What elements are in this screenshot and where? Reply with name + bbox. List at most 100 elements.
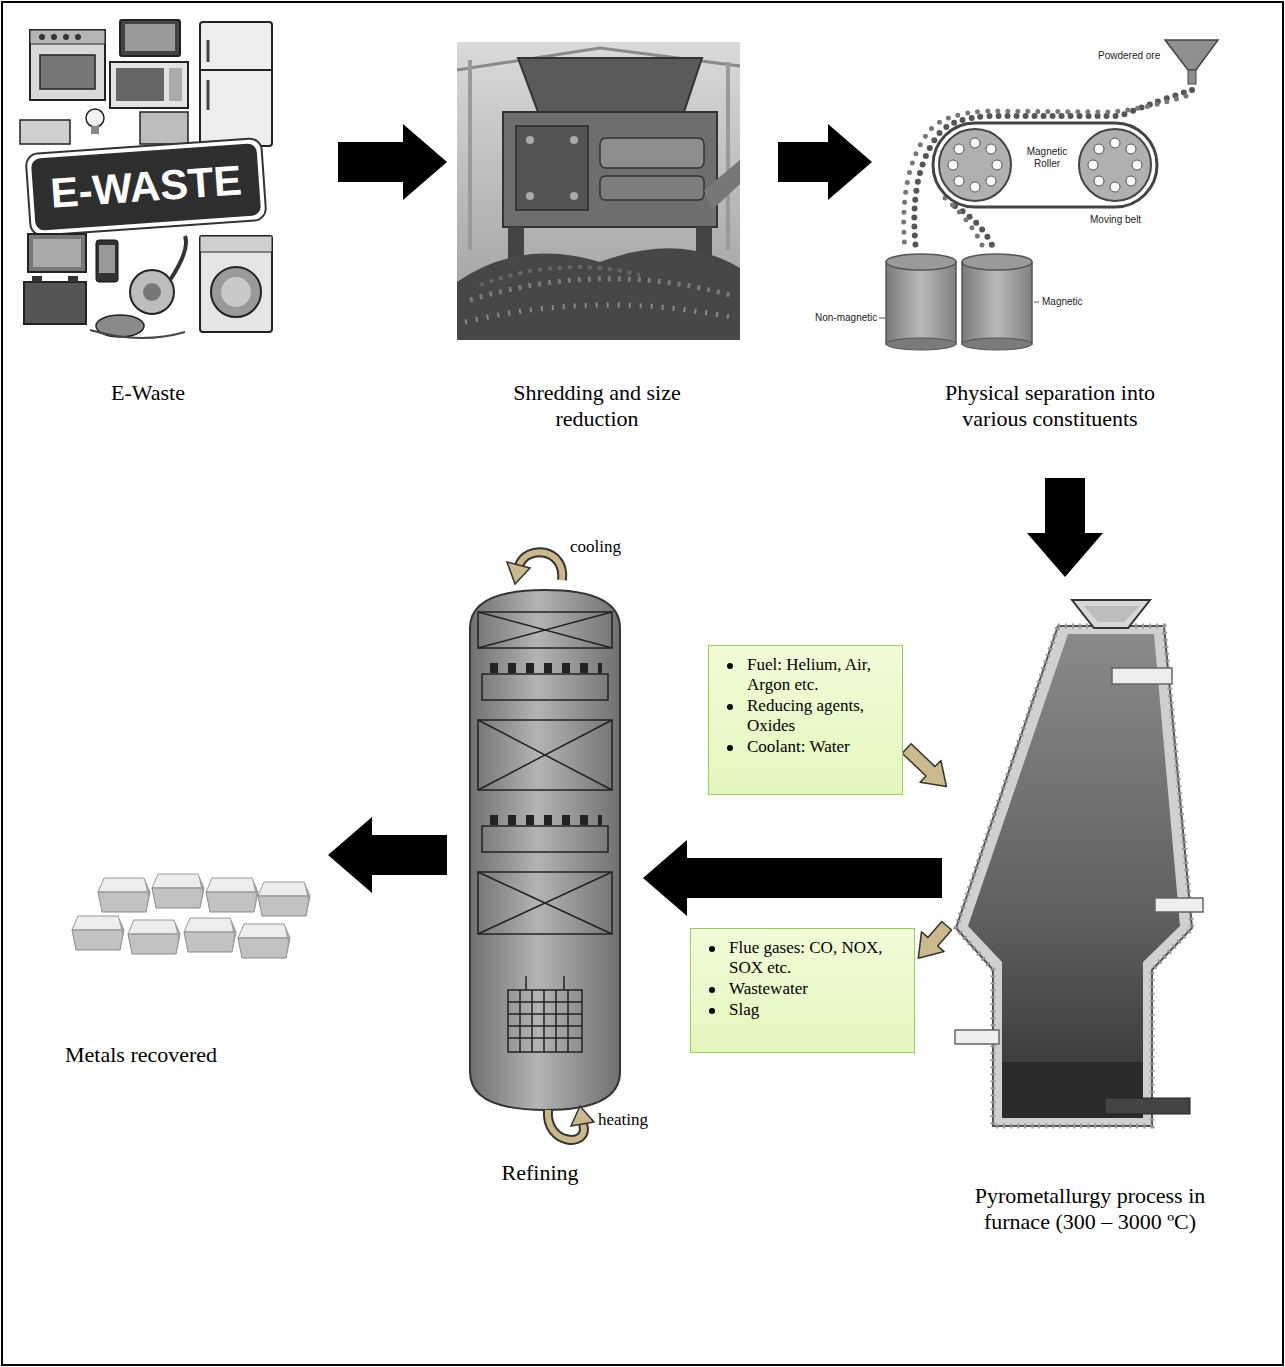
metal-ingots-part — [72, 916, 124, 950]
refining-column-illustration-part — [478, 612, 612, 1052]
bullet-row: Slag — [701, 1000, 906, 1020]
shredder-photo-part — [526, 136, 534, 144]
magnetic-separator-illustration-part-part — [1126, 176, 1136, 186]
refining-column-illustration-part-part — [482, 674, 608, 700]
bullet-text: Reducing agents, Oxides — [747, 696, 894, 736]
shredder-photo-part — [600, 138, 704, 168]
magnetic-separator-illustration — [879, 40, 1218, 350]
process-stage: Pyrometallurgy process in furnace (300 –… — [950, 585, 1240, 1242]
ewaste-illustration-part — [125, 24, 175, 51]
ewaste-illustration-part — [120, 20, 180, 56]
metal-ingots-part — [184, 918, 236, 952]
cooling-heating-arrows-part — [571, 1106, 594, 1126]
stage-caption: E-Waste — [48, 380, 248, 406]
ewaste-illustration-part — [200, 236, 272, 252]
ewaste-illustration-part — [99, 245, 115, 273]
shredder-photo-part — [570, 136, 578, 144]
refining-column-illustration-part-part — [478, 872, 612, 934]
process-stage: Physical separation into various constit… — [880, 20, 1230, 470]
magnetic-separator-illustration-part — [939, 129, 1011, 201]
flow-arrow — [338, 124, 447, 200]
bullet-row: Flue gases: CO, NOX, SOX etc. — [701, 938, 906, 978]
flow-arrow — [778, 124, 872, 200]
stage-caption: Refining — [455, 1160, 625, 1186]
illustration-label: cooling — [570, 537, 621, 557]
ewaste-illustration-part — [24, 282, 86, 324]
refining-column-illustration-part-part — [478, 612, 612, 648]
magnetic-separator-illustration-part — [904, 96, 1186, 250]
magnetic-separator-illustration-part — [1188, 70, 1196, 84]
flow-arrow — [643, 840, 942, 916]
refining-column-illustration-part-part — [508, 1025, 582, 1027]
bullet-row: Coolant: Water — [719, 737, 894, 757]
magnetic-separator-illustration-part-part — [970, 182, 980, 192]
bullet-dot — [727, 704, 733, 710]
furnace-illustration-part — [956, 626, 1192, 1126]
magnetic-separator-illustration-part-part — [1132, 160, 1142, 170]
magnetic-separator-illustration-part-part — [954, 144, 964, 154]
magnetic-separator-illustration-part — [1165, 40, 1218, 70]
magnetic-separator-illustration-part-part — [970, 138, 980, 148]
bullet-text: Wastewater — [729, 979, 906, 999]
shredder-photo-part — [503, 112, 717, 227]
process-stage: Metals recovered — [55, 790, 320, 1080]
sign-text: E-WASTE — [29, 155, 264, 219]
refining-column-illustration-part-part — [478, 612, 612, 648]
ewaste-illustration-part — [200, 22, 272, 146]
ewaste-illustration-part — [200, 69, 272, 71]
callout-box: Flue gases: CO, NOX, SOX etc.WastewaterS… — [690, 928, 915, 1053]
furnace-illustration — [955, 600, 1203, 1126]
refining-column-illustration-part — [470, 590, 620, 1110]
callout-box: Fuel: Helium, Air, Argon etc.Reducing ag… — [708, 645, 903, 795]
bullet-dot — [709, 987, 715, 993]
refining-column-illustration-part-part — [478, 720, 612, 790]
refining-column-illustration-part-part — [478, 720, 612, 790]
refining-column-illustration-part-part — [555, 990, 557, 1052]
ewaste-illustration-part — [68, 276, 78, 282]
furnace-illustration-part — [1072, 600, 1150, 628]
ewaste-illustration-part — [207, 40, 210, 62]
bullet-dot — [727, 663, 733, 669]
magnetic-separator-illustration-part-part — [954, 176, 964, 186]
refining-column-illustration-part-part — [567, 990, 569, 1052]
refining-column-illustration-part — [490, 815, 602, 825]
magnetic-separator-illustration-part — [948, 138, 1142, 192]
illustration-label: Magnetic — [1042, 296, 1083, 308]
magnetic-separator-illustration-part-part — [986, 144, 996, 154]
magnetic-separator-illustration-part — [879, 318, 885, 319]
ewaste-illustration-part — [221, 277, 251, 307]
ewaste-illustration-part — [200, 236, 272, 332]
metal-ingots-part — [206, 878, 258, 912]
furnace-illustration-part — [1084, 606, 1140, 622]
bullet-text: Coolant: Water — [747, 737, 894, 757]
refining-column-illustration — [470, 590, 620, 1110]
metal-ingots-part — [152, 874, 204, 908]
furnace-illustration-part — [1112, 668, 1172, 684]
ewaste-illustration-part — [96, 240, 118, 282]
refining-column-illustration-part — [490, 663, 602, 673]
furnace-illustration-part — [955, 1030, 999, 1044]
shredder-photo-part — [726, 62, 730, 250]
shredder-photo-part — [468, 60, 472, 250]
refining-column-illustration-part-part — [508, 1013, 582, 1015]
ewaste-illustration-part — [169, 68, 182, 101]
flow-arrow — [1027, 478, 1103, 577]
magnetic-separator-illustration-part — [962, 338, 1032, 350]
shredder-photo-part — [465, 305, 735, 322]
bullet-dot — [709, 946, 715, 952]
shredder-photo-part — [470, 279, 730, 300]
cooling-heating-arrows-part — [507, 562, 530, 584]
ewaste-illustration-part — [207, 80, 210, 110]
furnace-illustration-part — [956, 626, 1192, 1126]
magnetic-separator-illustration-part — [962, 262, 1032, 344]
illustration-label: Non-magnetic — [815, 312, 877, 324]
magnetic-separator-illustration-part — [1034, 302, 1039, 303]
magnetic-separator-illustration-part-part — [986, 176, 996, 186]
shredder-photo-part — [526, 192, 534, 200]
ewaste-illustration-part — [51, 34, 57, 40]
ewaste-illustration-part — [30, 30, 105, 44]
metal-ingots — [72, 874, 310, 958]
refining-column-illustration-part-part — [478, 872, 612, 934]
metal-ingots-part — [258, 882, 310, 916]
ewaste-illustration-part-part — [25, 138, 266, 236]
